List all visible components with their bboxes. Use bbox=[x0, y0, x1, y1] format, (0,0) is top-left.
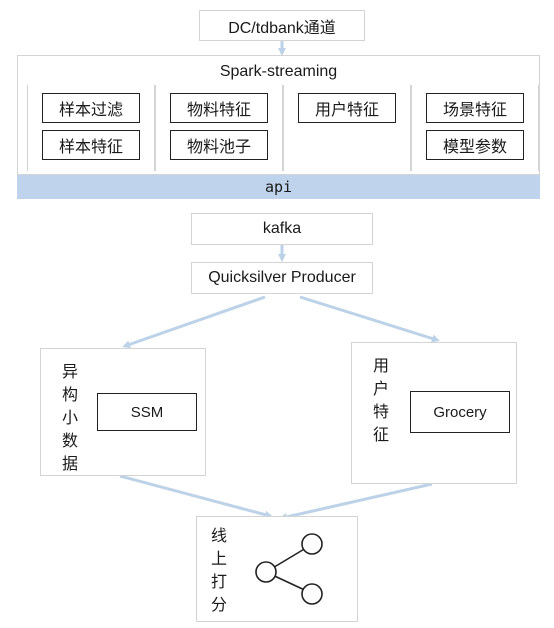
spark-column-3 bbox=[283, 85, 411, 171]
right-group-title: 用户特征 bbox=[372, 358, 389, 444]
api-bar: api bbox=[17, 175, 540, 199]
bottom-group-title: 线上打分 bbox=[210, 528, 227, 614]
source-box: DC/tdbank通道 bbox=[199, 10, 365, 41]
module-box: 用户特征 bbox=[298, 93, 396, 123]
bottom-group-box: 线上打分 bbox=[196, 516, 358, 622]
share-icon bbox=[255, 533, 323, 605]
module-box: 模型参数 bbox=[426, 130, 524, 160]
module-box: 物料池子 bbox=[170, 130, 268, 160]
right-group-box: 用户特征 Grocery bbox=[351, 342, 517, 484]
module-box: 样本特征 bbox=[42, 130, 140, 160]
arrow-producer-to-right bbox=[299, 295, 440, 343]
left-group-title: 异构小数据 bbox=[61, 364, 78, 473]
grocery-box: Grocery bbox=[410, 391, 510, 433]
producer-box: Quicksilver Producer bbox=[191, 262, 373, 294]
kafka-box: kafka bbox=[191, 213, 373, 245]
left-group-box: 异构小数据 SSM bbox=[40, 348, 206, 476]
spark-column-1 bbox=[27, 85, 155, 171]
spark-column-4 bbox=[411, 85, 539, 171]
arrow-right-to-bottom bbox=[279, 482, 433, 521]
module-box: 物料特征 bbox=[170, 93, 268, 123]
module-box: 样本过滤 bbox=[42, 93, 140, 123]
arrow-left-to-bottom bbox=[119, 474, 273, 519]
spark-column-2 bbox=[155, 85, 283, 171]
module-box: 场景特征 bbox=[426, 93, 524, 123]
ssm-box: SSM bbox=[97, 393, 197, 431]
arrow-producer-to-left bbox=[122, 295, 266, 349]
spark-title: Spark-streaming bbox=[219, 63, 338, 80]
